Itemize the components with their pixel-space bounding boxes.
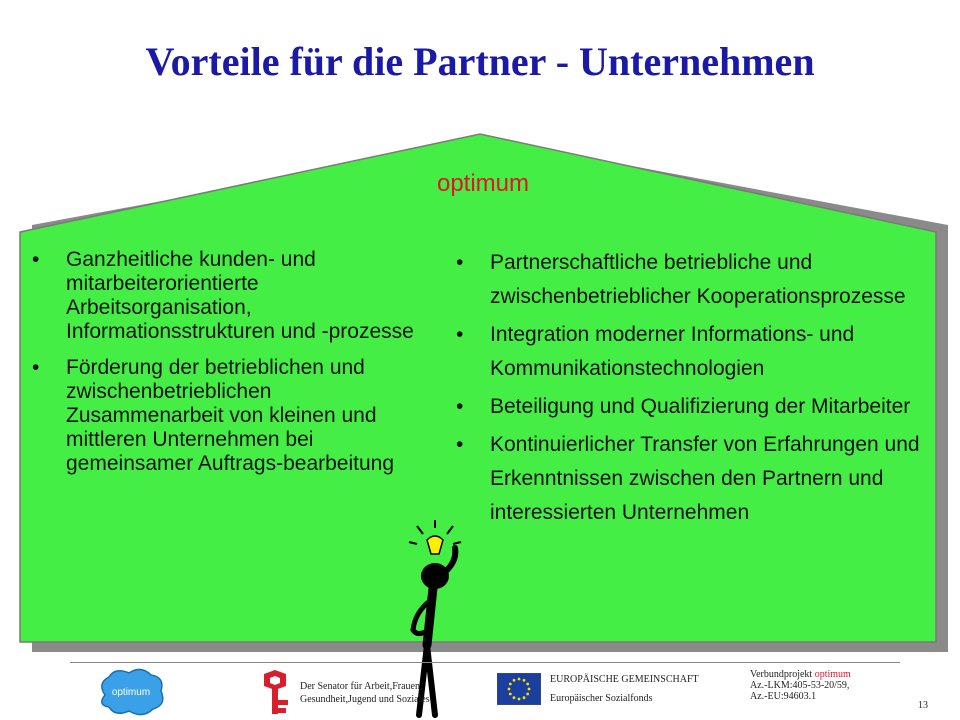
senator-line-1: Der Senator für Arbeit,Frauen, <box>300 681 423 692</box>
senator-label: Der Senator für Arbeit,Frauen, Gesundhei… <box>300 680 430 706</box>
project-name: Verbundprojekt optimum <box>750 669 851 680</box>
svg-text:optimum: optimum <box>112 687 150 698</box>
project-prefix: Verbundprojekt <box>750 669 815 680</box>
optimum-logo-icon: optimum <box>101 668 164 716</box>
project-az-1: Az.-LKM:405-53-20/59, <box>750 680 850 691</box>
list-item: Integration moderner Informations- und K… <box>452 318 922 386</box>
list-item: Kontinuierlicher Transfer von Erfahrunge… <box>452 428 922 530</box>
senator-line-2: Gesundheit,Jugend und Soziales <box>300 694 430 705</box>
list-item: Förderung der betrieblichen und zwischen… <box>28 356 433 476</box>
right-bullet-list: Partnerschaftliche betriebliche und zwis… <box>452 246 922 534</box>
project-accent: optimum <box>814 669 851 680</box>
project-az-2: Az.-EU:94603.1 <box>750 691 817 702</box>
list-item: Partnerschaftliche betriebliche und zwis… <box>452 246 922 314</box>
project-info: Verbundprojekt optimum Az.-LKM:405-53-20… <box>750 669 851 702</box>
idea-stick-figure-icon <box>408 520 462 718</box>
roof-label: optimum <box>436 170 530 197</box>
eu-line-1: EUROPÄISCHE GEMEINSCHAFT <box>550 674 699 685</box>
eu-label: EUROPÄISCHE GEMEINSCHAFT Europäischer So… <box>550 672 699 706</box>
eu-flag-icon <box>497 673 541 705</box>
footer-divider <box>70 662 900 663</box>
bremen-key-icon <box>264 670 288 714</box>
left-bullet-list: Ganzheitliche kunden- und mitarbeiterori… <box>28 248 433 488</box>
list-item: Ganzheitliche kunden- und mitarbeiterori… <box>28 248 433 344</box>
slide-title: Vorteile für die Partner - Unternehmen <box>145 39 815 84</box>
page-number: 13 <box>918 700 928 711</box>
list-item: Beteiligung und Qualifizierung der Mitar… <box>452 390 922 424</box>
eu-line-2: Europäischer Sozialfonds <box>550 693 653 704</box>
